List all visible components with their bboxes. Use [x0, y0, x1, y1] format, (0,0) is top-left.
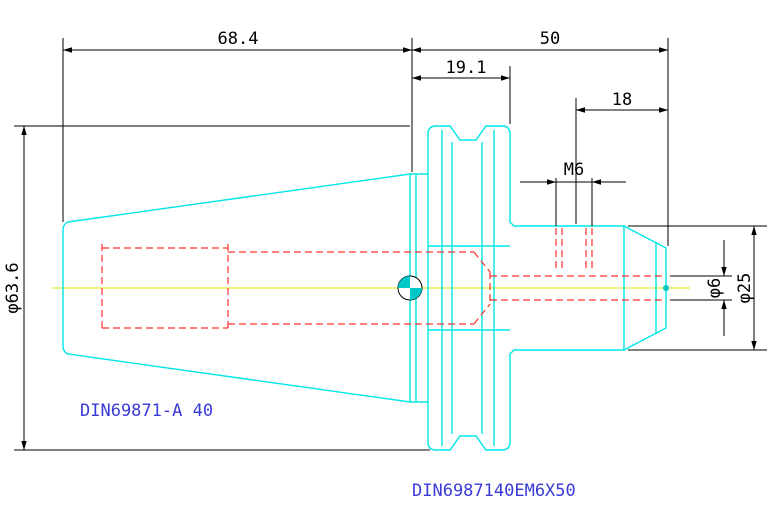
hidden-bore — [101, 228, 662, 332]
dim-thread: M6 — [564, 160, 584, 180]
dim-flange-width: 19.1 — [446, 58, 487, 78]
dim-total-length: 50 — [540, 29, 560, 49]
dim-nose-length: 18 — [612, 90, 632, 110]
dim-flange-diameter: φ63.6 — [3, 262, 23, 313]
dim-bore-diameter: φ6 — [705, 278, 725, 298]
taper-standard-label: DIN69871-A 40 — [80, 401, 213, 421]
center-mark — [397, 275, 423, 301]
dimension-lines — [14, 38, 767, 451]
tip-mark — [663, 285, 669, 291]
part-number-label: DIN6987140EM6X50 — [412, 481, 576, 501]
dim-nose-diameter: φ25 — [735, 273, 755, 304]
dim-shank-length: 68.4 — [218, 29, 259, 49]
